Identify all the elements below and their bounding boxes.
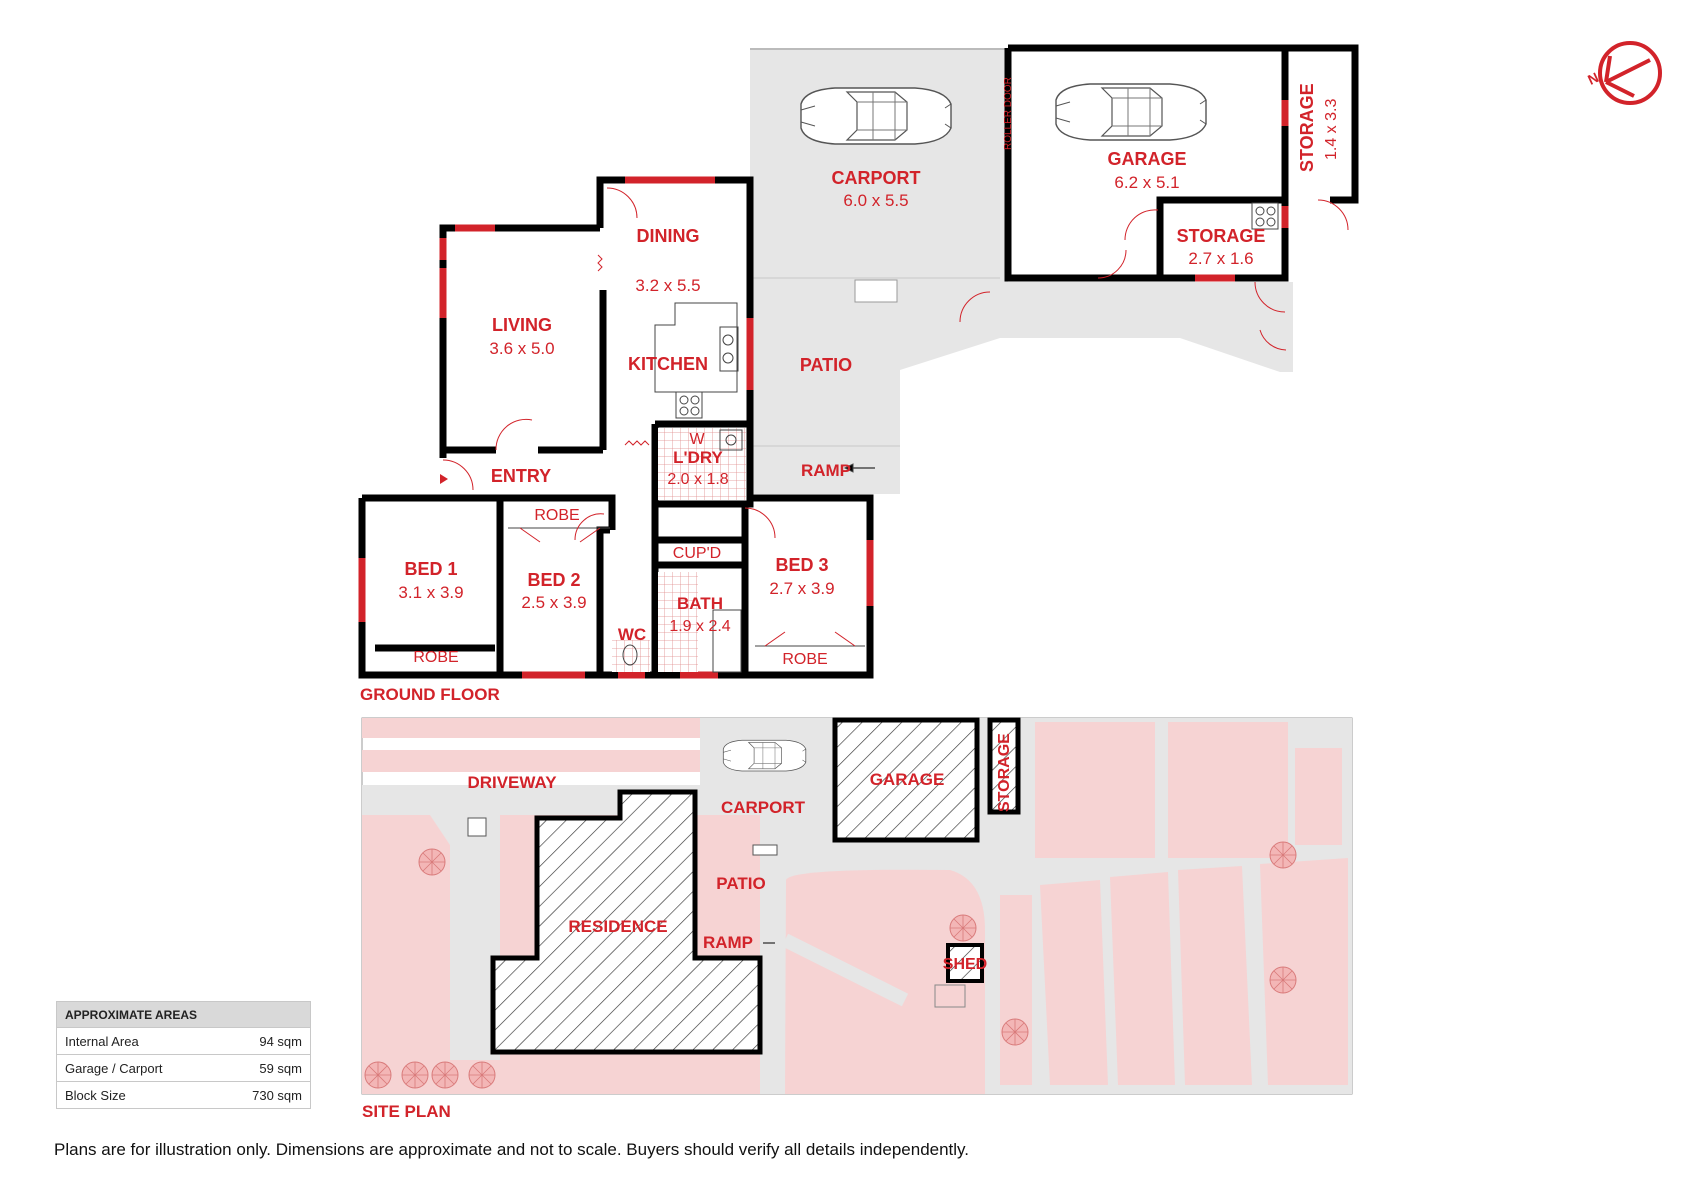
laundry-dims: 2.0 x 1.8 [667, 471, 728, 488]
bath-dims: 1.9 x 2.4 [669, 618, 730, 635]
site-plan [361, 717, 1353, 1095]
patio-label: PATIO [800, 355, 852, 375]
ground-floor-labels: LIVING 3.6 x 5.0 DINING 3.2 x 5.5 KITCHE… [360, 77, 1340, 704]
bed2-label: BED 2 [527, 570, 580, 590]
garage-dims: 6.2 x 5.1 [1114, 173, 1179, 192]
bed1-robe-label: ROBE [413, 649, 458, 666]
living-label: LIVING [492, 315, 552, 335]
bath-label: BATH [677, 594, 723, 613]
dining-label: DINING [637, 226, 700, 246]
storage-side-label: STORAGE [1297, 83, 1317, 172]
interior-details [440, 187, 1349, 673]
disclaimer-text: Plans are for illustration only. Dimensi… [54, 1140, 970, 1159]
living-dims: 3.6 x 5.0 [489, 339, 554, 358]
compass: N [1585, 41, 1662, 105]
site-carport-label: CARPORT [721, 798, 806, 817]
bed1-dims: 3.1 x 3.9 [398, 583, 463, 602]
garage-car-icon [1055, 83, 1207, 141]
bed1-label: BED 1 [404, 559, 457, 579]
bed3-dims: 2.7 x 3.9 [769, 579, 834, 598]
carport-dims: 6.0 x 5.5 [843, 191, 908, 210]
site-patio-label: PATIO [716, 874, 765, 893]
area-value: 94 sqm [259, 1034, 302, 1049]
area-value: 730 sqm [252, 1088, 302, 1103]
area-label: Garage / Carport [65, 1061, 163, 1076]
site-storage-label: STORAGE [996, 733, 1013, 812]
bed3-robe-label: ROBE [782, 651, 827, 668]
house-walls [358, 44, 1359, 679]
laundry-w-mark: W [689, 431, 705, 448]
areas-title: APPROXIMATE AREAS [57, 1002, 310, 1027]
site-residence-label: RESIDENCE [568, 917, 667, 936]
entry-label: ENTRY [491, 466, 551, 486]
storage-small-label: STORAGE [1177, 226, 1266, 246]
carport-car-icon [800, 87, 952, 145]
ground-floor-heading: GROUND FLOOR [360, 685, 500, 704]
kitchen-label: KITCHEN [628, 354, 708, 374]
cupd-label: CUP'D [673, 545, 721, 562]
laundry-label: L'DRY [673, 448, 723, 467]
table-row: Garage / Carport 59 sqm [57, 1054, 310, 1081]
area-label: Block Size [65, 1088, 126, 1103]
bed2-dims: 2.5 x 3.9 [521, 593, 586, 612]
site-ramp-label: RAMP [703, 933, 753, 952]
site-carport-car-icon [722, 739, 807, 772]
garage-label: GARAGE [1107, 149, 1186, 169]
site-garage-label: GARAGE [870, 770, 945, 789]
ramp-label: RAMP [801, 461, 851, 480]
storage-side-dims: 1.4 x 3.3 [1323, 99, 1340, 160]
windows [358, 100, 1289, 679]
table-row: Internal Area 94 sqm [57, 1027, 310, 1054]
bed2-robe-label: ROBE [534, 507, 579, 524]
site-plan-labels: DRIVEWAY CARPORT GARAGE STORAGE PATIO RE… [362, 733, 1013, 1121]
site-driveway-label: DRIVEWAY [467, 773, 557, 792]
carport-label: CARPORT [832, 168, 921, 188]
approximate-areas-table: APPROXIMATE AREAS Internal Area 94 sqm G… [56, 1001, 311, 1109]
roller-door-label: ROLLER DOOR [1003, 77, 1014, 150]
area-label: Internal Area [65, 1034, 139, 1049]
site-shed-label: SHED [943, 956, 987, 973]
site-plan-heading: SITE PLAN [362, 1102, 451, 1121]
bed3-label: BED 3 [775, 555, 828, 575]
table-row: Block Size 730 sqm [57, 1081, 310, 1108]
area-value: 59 sqm [259, 1061, 302, 1076]
wc-label: WC [618, 625, 646, 644]
storage-small-dims: 2.7 x 1.6 [1188, 249, 1253, 268]
dining-dims: 3.2 x 5.5 [635, 276, 700, 295]
